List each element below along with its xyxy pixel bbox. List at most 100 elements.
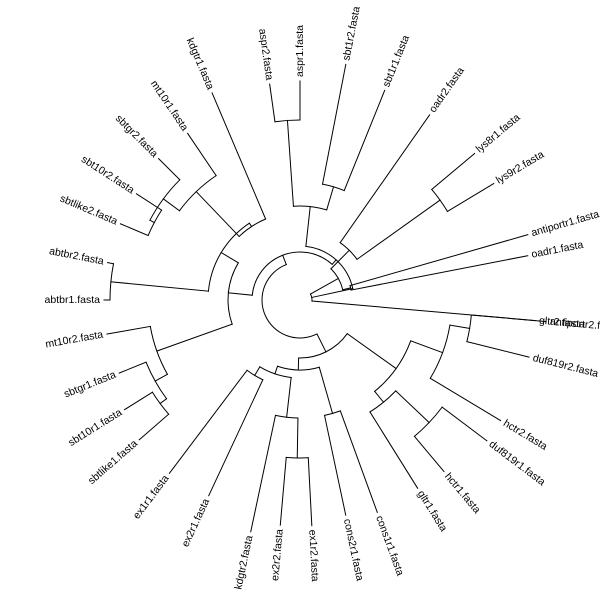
branch-edge [106, 325, 151, 335]
branch-edge [318, 366, 334, 415]
branch-edge [429, 377, 502, 422]
tip-label: aspr2.fasta [256, 28, 275, 81]
branch-edge [286, 376, 292, 418]
tip-label: kdgtr1.fasta [184, 36, 217, 91]
branch-edge [413, 435, 445, 473]
tip-label: ex1r2.fasta [306, 529, 321, 582]
branch-edge [449, 324, 471, 329]
tip-label: ex2r1.fasta [179, 497, 212, 549]
branch-edge [253, 366, 261, 377]
tip-label: lys9r2.fasta [494, 148, 546, 186]
tip-label: antiportr2.fasta [550, 316, 600, 334]
branch-edge [282, 254, 287, 266]
branch-edge [154, 373, 169, 382]
branch-edge [168, 369, 248, 475]
tip-label: sbtgr2.fasta [113, 113, 160, 160]
branch-arc [305, 245, 354, 290]
branch-edge [311, 300, 547, 323]
tip-label: sbt1r2.fasta [340, 5, 362, 61]
branch-edge [446, 182, 495, 213]
tip-label: oadr1.fasta [530, 239, 584, 261]
branch-edge [211, 92, 267, 220]
branch-edge [466, 341, 530, 358]
branch-edge [227, 292, 253, 296]
tip-label: lys8r1.fasta [474, 111, 523, 155]
branch-edge [279, 456, 287, 526]
branch-edge [149, 219, 155, 224]
tip-label: cons2r1.fasta [341, 518, 366, 582]
tip-label: antiportr1.fasta [530, 208, 600, 239]
tip-label: gltr1.fasta [415, 488, 450, 534]
branch-edge [311, 288, 354, 299]
branch-edge [309, 277, 340, 295]
branch-edge [369, 411, 419, 489]
branch-edge [195, 190, 240, 238]
branch-edge [286, 119, 294, 207]
tip-label: sbt10r1.fasta [66, 406, 124, 448]
branch-edge [321, 63, 347, 185]
branch-edge [356, 199, 441, 261]
tip-label: abtbr1.fasta [45, 294, 101, 306]
branch-edge [186, 132, 217, 177]
tip-label: sbt10r2.fasta [79, 153, 137, 196]
branch-edge [342, 287, 352, 291]
branch-edge [162, 198, 181, 212]
branch-edge [248, 222, 253, 228]
branch-edge [107, 262, 115, 265]
branch-edge [307, 457, 313, 527]
tip-label: mt10r2.fasta [44, 329, 104, 351]
branch-arc [261, 263, 318, 339]
branch-edge [110, 281, 209, 292]
tip-label: hctr1.fasta [442, 471, 483, 516]
branch-edge [326, 186, 335, 211]
tip-label: sbtgr1.fasta [62, 369, 118, 401]
tip-label: cons1r1.fasta [373, 514, 406, 577]
branch-edge [220, 251, 240, 264]
tip-label: ex2r2.fasta [269, 528, 285, 581]
branch-edge [138, 413, 170, 441]
branch-edge [208, 379, 264, 497]
tip-label: kdgtr2.fasta [232, 534, 255, 590]
branch-edge [316, 333, 327, 353]
tip-label: mt10r1.fasta [148, 78, 191, 133]
tip-label: sbtlike2.fasta [58, 193, 119, 228]
branch-edge [373, 390, 385, 403]
tip-label: oadr2.fasta [427, 65, 467, 115]
tip-labels: gltr2.fastaduf819r2.fastahctr2.fastaduf8… [44, 5, 600, 590]
tip-label: hctr2.fasta [501, 417, 549, 453]
branch-edge [331, 259, 337, 266]
branch-edge [157, 157, 181, 181]
branch-edge [431, 152, 476, 191]
branch-edge [323, 414, 347, 516]
tip-label: sbtlike1.fasta [86, 438, 140, 487]
branch-edge [159, 398, 168, 405]
branch-edge [349, 234, 529, 287]
branch-edge [305, 206, 311, 247]
branch-arc [147, 209, 163, 237]
branch-edge [296, 417, 299, 459]
branch-edge [441, 406, 488, 442]
branch-edge [123, 391, 154, 411]
tip-label: abtbr2.fasta [48, 245, 105, 267]
branch-edge [119, 223, 149, 237]
tip-label: gltr2.fasta [539, 315, 586, 331]
branch-edge [339, 410, 378, 514]
branch-edge [274, 365, 279, 375]
tip-label: duf819r2.fasta [531, 352, 599, 380]
branch-edge [330, 249, 350, 270]
branch-edge [410, 340, 444, 354]
branch-edge [339, 114, 431, 244]
branch-edge [135, 193, 163, 211]
branch-edge [343, 89, 386, 192]
branch-edge [250, 414, 277, 533]
branch-edge [346, 332, 397, 370]
tree-branches [103, 63, 547, 533]
tip-label: ex1r1.fasta [131, 473, 172, 522]
tip-label: sbt1r1.fasta [380, 33, 412, 89]
tip-label: aspr1.fasta [294, 25, 306, 77]
branch-edge [269, 83, 276, 123]
branch-edge [350, 255, 529, 291]
branch-edge [395, 390, 430, 424]
